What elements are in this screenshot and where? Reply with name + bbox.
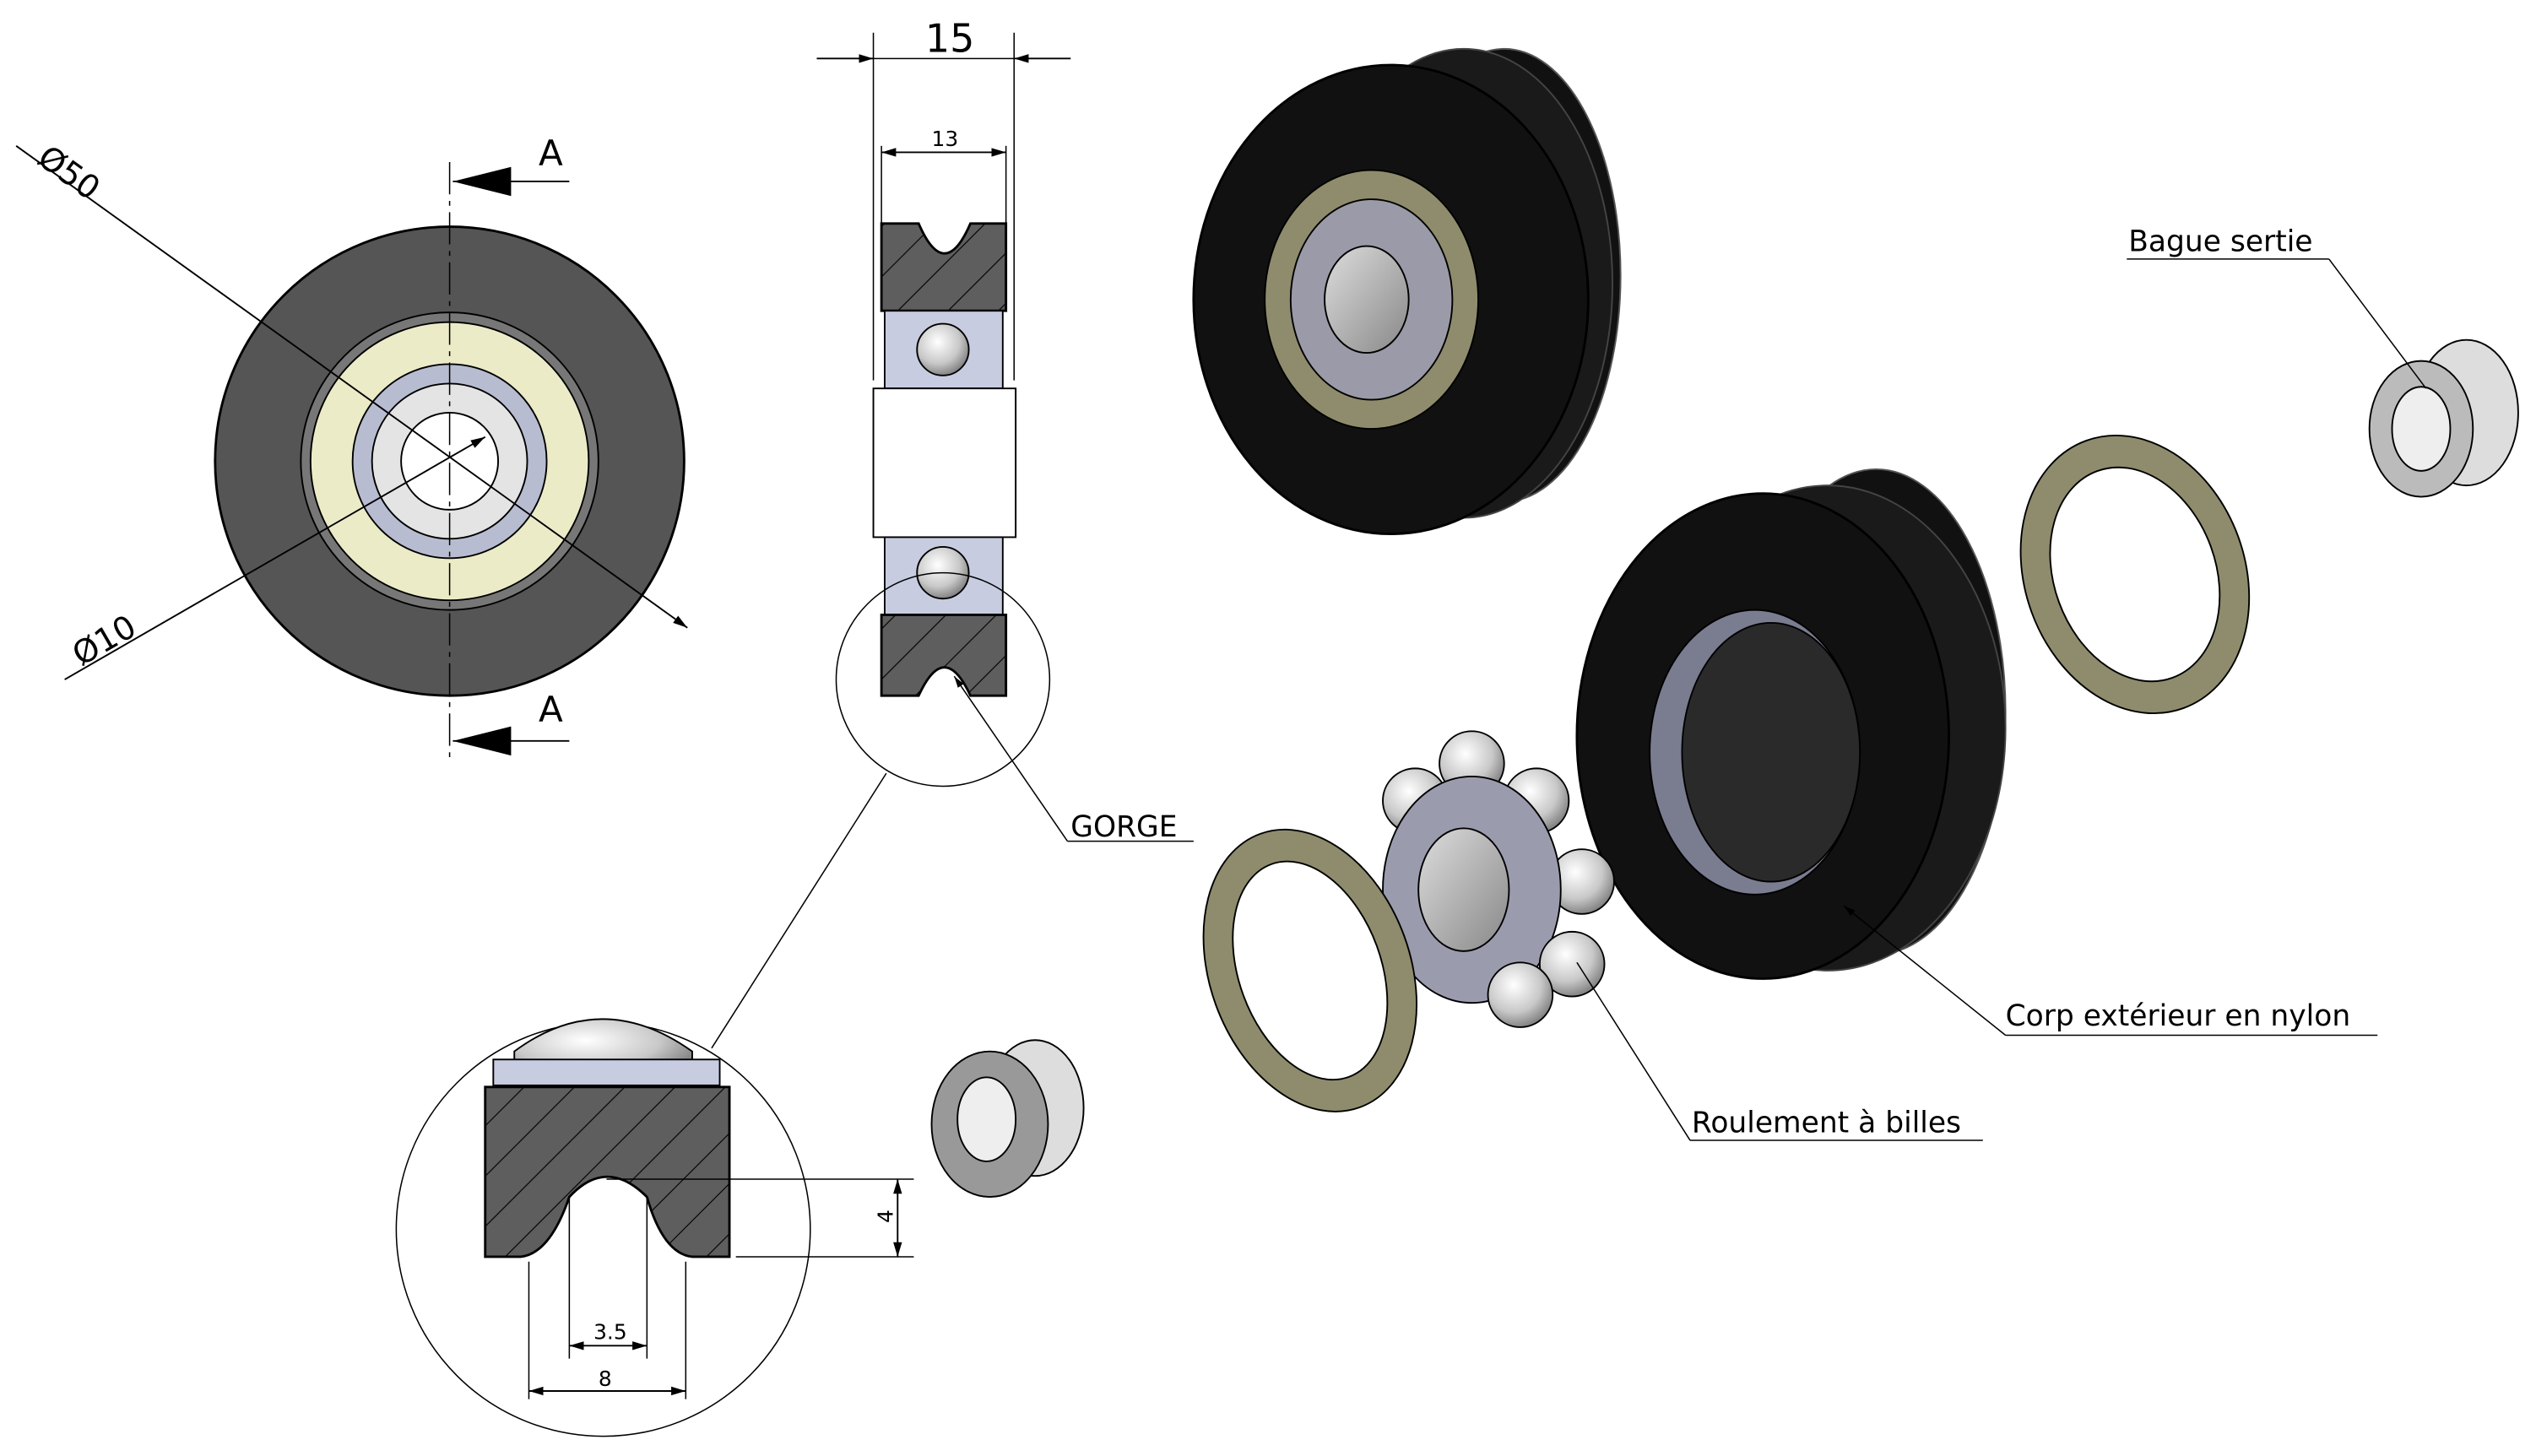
- dim-inner-width: 13: [932, 127, 959, 151]
- dim-line-d50: [15, 145, 688, 629]
- dim-groove-depth: 4: [874, 1210, 898, 1223]
- label-bearing: Roulement à billes: [1692, 1106, 1961, 1139]
- crimped-ring-left: [930, 1039, 1085, 1199]
- section-body-bottom: [880, 613, 1008, 697]
- detail-circle: [835, 571, 1051, 788]
- section-view: 15 13 GORGE: [711, 16, 1194, 1049]
- section-label-bottom: A: [539, 689, 563, 730]
- detail-view: 4 3.5 8: [395, 1018, 914, 1437]
- dim-outer-diameter: Ø50: [30, 138, 106, 208]
- section-body-top: [880, 222, 1008, 312]
- crimped-ring-right: [2368, 338, 2519, 498]
- dim-overall-width: 15: [925, 16, 975, 62]
- assembled-wheel: [1192, 47, 1622, 536]
- dim-groove-outer-width: 8: [599, 1367, 612, 1391]
- nylon-outer-body: [1575, 468, 2007, 980]
- detail-groove-section: [484, 1085, 731, 1258]
- dim-groove-inner-width: 3.5: [593, 1320, 627, 1345]
- dim-line-d10: [64, 436, 486, 680]
- front-view: A A Ø50 Ø10: [15, 133, 688, 757]
- exploded-view: Bague sertie Corp extérieur en nylon Rou…: [930, 225, 2519, 1199]
- label-outer-body: Corp extérieur en nylon: [2006, 999, 2351, 1033]
- shaft-bushing: [872, 387, 1017, 539]
- label-crimped-ring: Bague sertie: [2128, 225, 2312, 258]
- section-label-top: A: [539, 133, 563, 174]
- ball-bearing: [1382, 730, 1615, 1028]
- groove-label: GORGE: [1070, 810, 1177, 844]
- dim-bore-diameter: Ø10: [66, 608, 143, 674]
